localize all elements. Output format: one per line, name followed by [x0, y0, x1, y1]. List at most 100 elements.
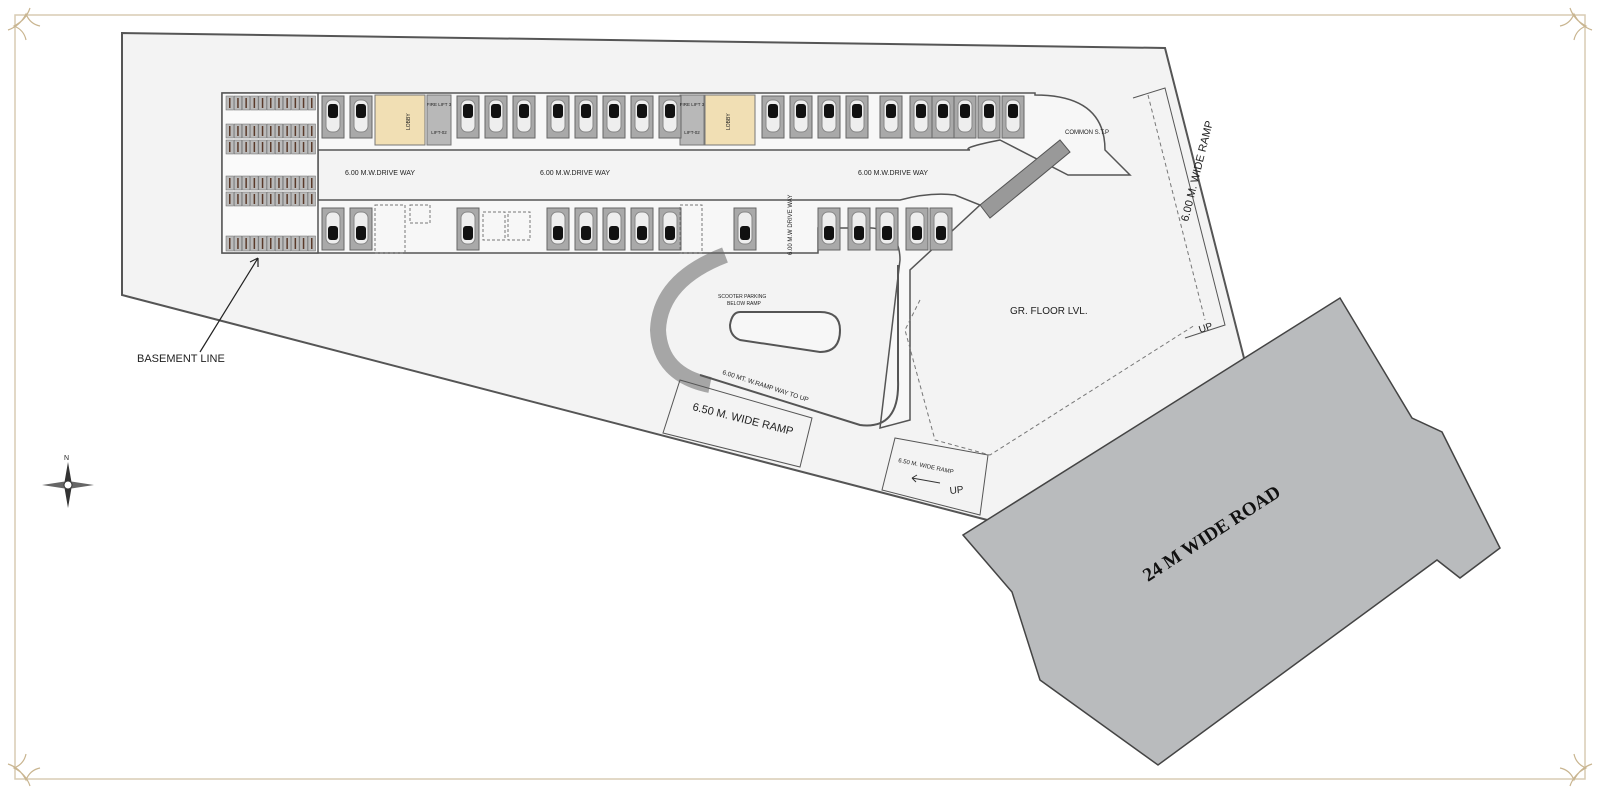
- bike-stall: [233, 191, 242, 207]
- car-parking-stall: [630, 95, 654, 139]
- ground-dashed: [904, 299, 1196, 456]
- bike-stall: [266, 175, 275, 191]
- driveway-label: 6.00 M.W.DRIVE WAY: [858, 170, 928, 177]
- car-parking-stall: [456, 207, 480, 251]
- ramp-loop: [728, 311, 842, 354]
- lobby-label: LOBBY: [406, 113, 412, 130]
- bike-stall: [291, 191, 300, 207]
- stp-label: COMMON S.T.P: [1065, 130, 1109, 136]
- bike-stall: [299, 139, 308, 155]
- bike-stall: [291, 235, 300, 252]
- bike-stall: [291, 123, 300, 139]
- car-parking-stall: [931, 95, 955, 139]
- car-parking-stall: [574, 207, 598, 251]
- bike-stall: [258, 95, 267, 111]
- lobby-label: LOBBY: [726, 113, 732, 130]
- fire-lift-label: FIRE LIFT 3: [680, 102, 705, 107]
- bike-stall: [242, 191, 251, 207]
- bike-stall: [233, 123, 242, 139]
- driveway-label: 6.00 M.W.DRIVE WAY: [345, 170, 415, 177]
- bike-stall: [225, 123, 234, 139]
- ramp-right: [1132, 87, 1226, 339]
- bike-stall: [274, 235, 283, 252]
- bike-stall: [258, 175, 267, 191]
- up-label: UP: [1198, 321, 1215, 336]
- car-parking-stall: [349, 207, 373, 251]
- car-stalls: [321, 95, 1025, 251]
- bike-stall: [250, 139, 259, 155]
- car-parking-stall: [321, 207, 345, 251]
- frame-border: [14, 14, 1586, 780]
- car-parking-stall: [630, 207, 654, 251]
- car-parking-stall: [546, 95, 570, 139]
- bike-ramp-strip: [979, 139, 1071, 219]
- stair-core-1: [374, 94, 426, 146]
- bike-stall: [274, 175, 283, 191]
- bike-stall: [258, 235, 267, 252]
- car-parking-stall: [456, 95, 480, 139]
- driveway-vertical-label: 6.00 M.W DRIVE WAY: [788, 195, 794, 255]
- car-parking-stall: [602, 207, 626, 251]
- bike-stall: [299, 175, 308, 191]
- basement-line-arrow: [199, 257, 259, 353]
- bike-stall: [307, 235, 316, 252]
- bike-stall: [283, 191, 292, 207]
- scooter-label: BELOW RAMP: [727, 301, 762, 307]
- bike-stall: [225, 175, 234, 191]
- service-rooms: [374, 204, 703, 254]
- bike-stall: [225, 191, 234, 207]
- bike-stall: [225, 95, 234, 111]
- car-parking-stall: [574, 95, 598, 139]
- car-parking-stall: [845, 95, 869, 139]
- car-parking-stall: [1001, 95, 1025, 139]
- bike-stall: [233, 235, 242, 252]
- ramp-650-large: [662, 379, 813, 468]
- car-parking-stall: [879, 95, 903, 139]
- bike-stall: [258, 123, 267, 139]
- compass-north-label: N: [64, 455, 69, 462]
- bike-stall: [299, 95, 308, 111]
- bike-stall: [266, 191, 275, 207]
- bike-stall: [242, 235, 251, 252]
- bike-stall: [283, 175, 292, 191]
- ramp-outer: [699, 265, 900, 427]
- bike-stall: [266, 139, 275, 155]
- road-24m: [961, 296, 1501, 766]
- car-parking-stall: [512, 95, 536, 139]
- bike-stall: [307, 139, 316, 155]
- driveway-label: 6.00 M.W.DRIVE WAY: [540, 170, 610, 177]
- car-parking-stall: [929, 207, 953, 251]
- car-parking-stall: [789, 95, 813, 139]
- car-parking-stall: [602, 95, 626, 139]
- bike-stall: [242, 139, 251, 155]
- car-parking-stall: [909, 95, 933, 139]
- ramp-650-small: [881, 437, 989, 516]
- ramp-right-dashed: [1147, 94, 1206, 321]
- ramp-curved: [649, 247, 728, 393]
- up-label: UP: [949, 485, 964, 497]
- bike-stall: [266, 95, 275, 111]
- car-parking-stall: [349, 95, 373, 139]
- bike-stall: [283, 123, 292, 139]
- bike-stall: [307, 175, 316, 191]
- car-parking-stall: [546, 207, 570, 251]
- bike-parking-area: [221, 92, 319, 254]
- car-parking-stall: [953, 95, 977, 139]
- scooter-label: SCOOTER PARKING: [718, 294, 766, 300]
- bike-stall: [307, 95, 316, 111]
- bike-stall: [299, 191, 308, 207]
- compass-icon: [42, 462, 94, 508]
- car-parking-stall: [875, 207, 899, 251]
- bike-stall: [258, 191, 267, 207]
- bike-stall: [233, 139, 242, 155]
- lift-block-2: [679, 94, 705, 146]
- car-parking-stall: [977, 95, 1001, 139]
- bike-stall: [233, 95, 242, 111]
- bike-stall: [274, 123, 283, 139]
- bike-stall: [274, 139, 283, 155]
- bike-stall: [242, 95, 251, 111]
- car-parking-stall: [817, 207, 841, 251]
- bike-stall: [242, 175, 251, 191]
- bike-stall: [283, 95, 292, 111]
